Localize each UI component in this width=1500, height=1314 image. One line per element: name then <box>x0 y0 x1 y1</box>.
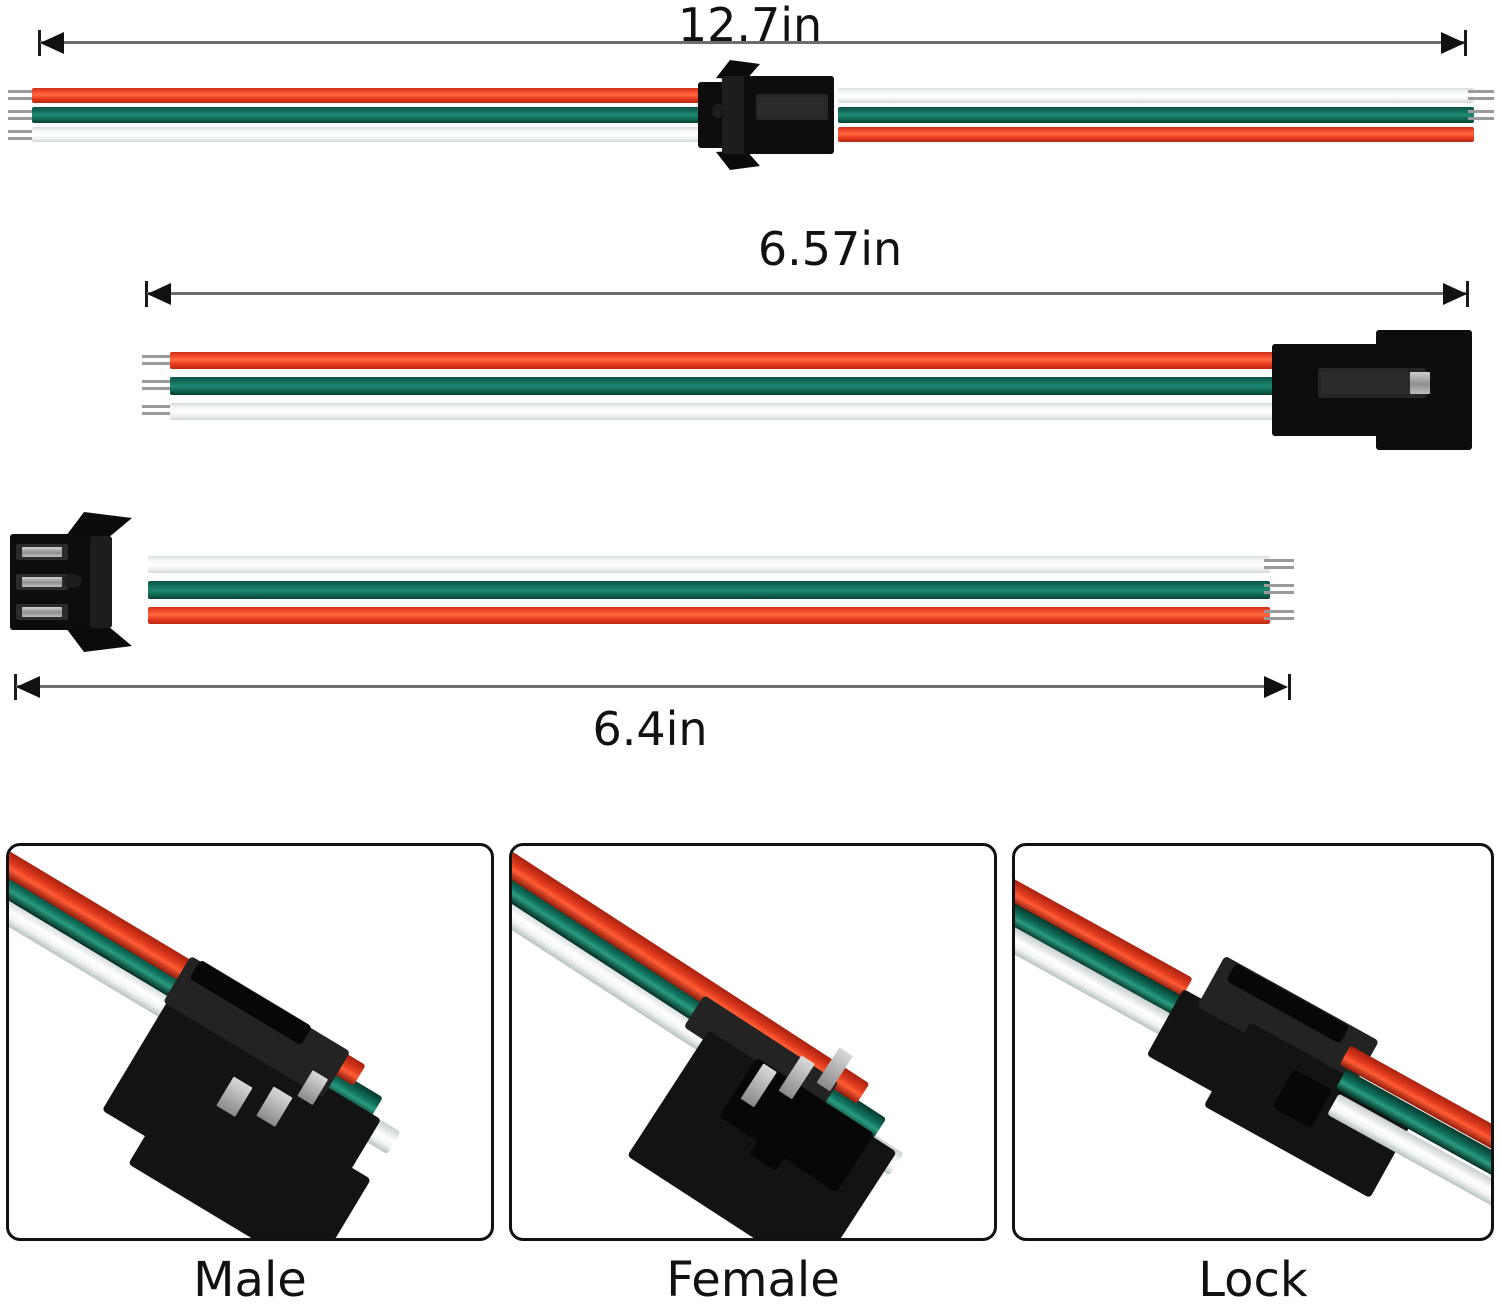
wire-lead-white-left <box>8 128 34 142</box>
wire-green <box>148 581 1270 599</box>
dimension-tick-right <box>1464 30 1467 56</box>
dimension-tick-right <box>1466 281 1469 307</box>
detail-panel-male[interactable] <box>6 843 494 1241</box>
wire-lead-red-left <box>8 88 34 102</box>
dimension-arrow-right <box>1443 283 1467 305</box>
connector-pin-2 <box>22 577 62 587</box>
wire-lead-white <box>1264 557 1294 571</box>
detail-panel-lock[interactable] <box>1012 843 1494 1241</box>
dimension-label-female-pigtail: 6.57in <box>757 222 903 276</box>
connector-release-dimple <box>712 104 724 118</box>
connector-female <box>1272 330 1472 450</box>
dimension-arrow-left <box>40 32 64 54</box>
dimension-line <box>147 292 1467 295</box>
dimension-arrow-right <box>1264 676 1288 698</box>
dimension-line <box>40 41 1465 44</box>
wire-white <box>170 403 1282 420</box>
wire-lead-white-right <box>1468 88 1494 102</box>
dimension-tick-left <box>38 30 41 56</box>
dimension-arrow-left <box>147 283 171 305</box>
dimension-tick-right <box>1288 674 1291 700</box>
detail-panel-label-female: Female <box>666 1252 840 1308</box>
wire-green-left <box>32 107 704 123</box>
wire-red <box>170 352 1282 369</box>
wire-lead-green-left <box>8 108 34 122</box>
detail-panel-female[interactable] <box>509 843 997 1241</box>
wire-red-left <box>32 88 704 103</box>
dimension-label-total-length: 12.7in <box>677 0 823 52</box>
dimension-arrow-left <box>16 676 40 698</box>
connector-slot <box>758 98 824 116</box>
wire-lead-green <box>142 378 172 392</box>
dimension-arrow-right <box>1441 32 1465 54</box>
dimension-line <box>16 685 1276 688</box>
wire-lead-red <box>142 353 172 367</box>
dimension-tick-left <box>14 674 17 700</box>
connector-slot <box>1322 372 1422 394</box>
connector-male <box>8 512 158 652</box>
wire-lead-green <box>1264 582 1294 596</box>
detail-panel-label-male: Male <box>193 1252 307 1308</box>
wire-green <box>170 377 1282 395</box>
connector-pin-3 <box>22 607 62 617</box>
connector-mated-pair <box>694 60 842 170</box>
dimension-tick-left <box>145 281 148 307</box>
dimension-label-male-pigtail: 6.4in <box>592 702 708 756</box>
wire-green-right <box>838 107 1474 123</box>
connector-collar <box>90 536 112 628</box>
wire-white-right <box>838 88 1474 103</box>
connector-pin-1 <box>22 547 62 557</box>
connector-release-dimple <box>64 574 82 588</box>
wire-red-right <box>838 127 1474 142</box>
wire-red <box>148 607 1270 624</box>
detail-panel-label-lock: Lock <box>1198 1252 1308 1308</box>
wire-lead-white <box>142 403 172 417</box>
latch-wing-bottom <box>716 150 760 170</box>
connector-pin <box>1410 372 1430 394</box>
connector-female-collar <box>722 76 748 154</box>
wire-lead-green-right <box>1468 108 1494 122</box>
latch-wing-top <box>716 60 760 80</box>
wire-white <box>148 556 1270 573</box>
wire-lead-red <box>1264 608 1294 622</box>
wire-lead-red-right <box>1468 128 1494 142</box>
wire-white-left <box>32 127 704 142</box>
